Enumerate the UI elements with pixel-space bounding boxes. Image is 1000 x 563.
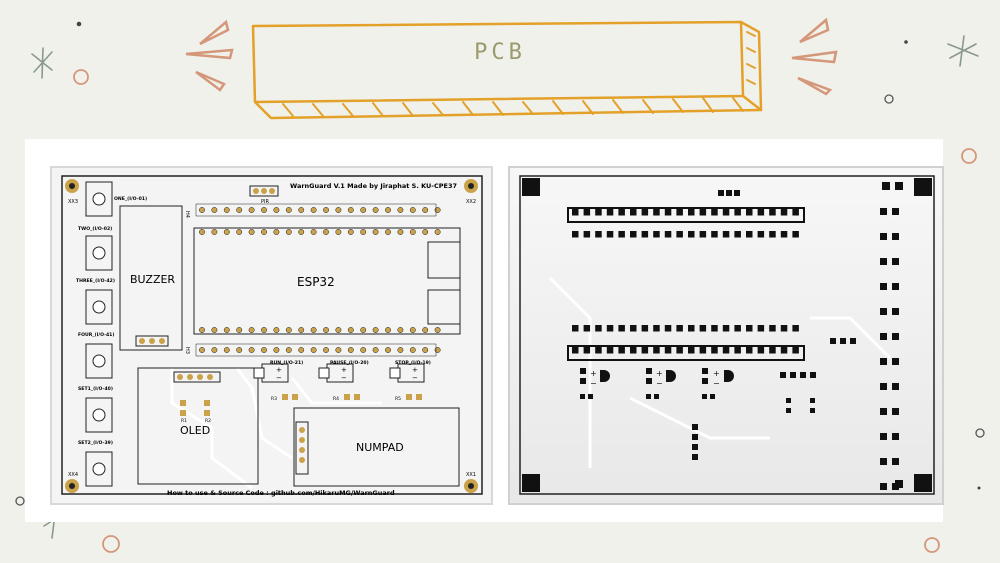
svg-text:−: − [412,374,418,382]
h4-label: H4 [184,211,190,218]
svg-text:+: + [276,366,282,374]
esp32-pin-rows [195,203,441,357]
corner-label-xx2: XX2 [466,199,476,205]
buzzer-outline [119,205,183,351]
mounting-holes [65,179,478,493]
resistor-label-r5: R5 [395,396,401,402]
svg-text:−: − [713,379,720,388]
pcb-front-drawing: XX3 XX2 XX4 XX1 WarnGuard V.1 Made by Ji… [61,175,483,497]
oled-outline [137,367,259,485]
corner-label-xx4: XX4 [68,472,78,478]
slide-title: PCB [474,40,526,65]
button-label-four: FOUR_(I/O-41) [78,332,114,338]
button-label-one: ONE_(I/O-01) [114,196,147,202]
resistor-label-r1: R1 [181,418,187,424]
status-leds: +− +− +− [253,363,425,383]
back-corner-pads [522,178,932,492]
button-label-set1: SET1_(I/O-40) [78,386,113,392]
button-label-three: THREE_(I/O-42) [76,278,115,284]
led-resistors [282,394,422,400]
back-board-outline [519,175,935,495]
pcb-back-view: +− +− +− [508,166,944,505]
push-buttons [85,181,113,487]
svg-text:−: − [590,379,597,388]
buzzer-label: BUZZER [130,273,175,286]
svg-text:−: − [276,374,282,382]
numpad-outline [293,407,460,487]
svg-text:+: + [713,369,720,378]
left-burst-lines [185,19,234,92]
svg-text:+: + [590,369,597,378]
oled-resistors [180,400,210,416]
pir-label: PIR [261,199,269,205]
svg-text:+: + [412,366,418,374]
right-burst-lines [791,17,838,96]
pcb-front-view: XX3 XX2 XX4 XX1 WarnGuard V.1 Made by Ji… [50,166,493,505]
esp32-label: ESP32 [297,275,335,289]
small-circle-doodles [15,94,985,506]
h3-label: H3 [184,347,190,354]
pcb-traces [170,367,382,490]
svg-text:+: + [656,369,663,378]
button-label-two: TWO_(I/O-02) [78,226,112,232]
pir-header [249,185,279,197]
numpad-label: NUMPAD [356,441,404,454]
corner-label-xx1: XX1 [466,472,476,478]
esp32-outline [193,227,461,335]
board-outline [61,175,483,495]
resistor-label-r3: R3 [271,396,277,402]
resistor-label-r4: R4 [333,396,339,402]
board-footer-text: How to use & Source Code : github.com/Hi… [167,489,395,497]
svg-text:+: + [341,366,347,374]
button-label-set2: SET2_(I/O-39) [78,440,113,446]
back-pads [567,190,899,490]
svg-text:−: − [656,379,663,388]
corner-label-xx3: XX3 [68,199,78,205]
led-label-stop: STOP_(I/O-19) [395,360,431,366]
resistor-label-r2: R2 [205,418,211,424]
pcb-back-drawing: +− +− +− [519,175,935,495]
led-label-run: RUN_(I/O-21) [270,360,303,366]
pir-pads [253,188,275,194]
circle-doodles [73,69,977,553]
buzzer-header [135,335,169,347]
oled-label: OLED [180,424,210,437]
back-traces [548,276,892,468]
title-plank [251,20,763,120]
board-header-text: WarnGuard V.1 Made by Jiraphat S. KU-CPE… [290,182,457,190]
svg-text:−: − [341,374,347,382]
led-label-pause: PAUSE_(I/O-20) [330,360,369,366]
dot-doodles [76,21,981,490]
back-led-marks: +− +− +− [590,369,720,388]
